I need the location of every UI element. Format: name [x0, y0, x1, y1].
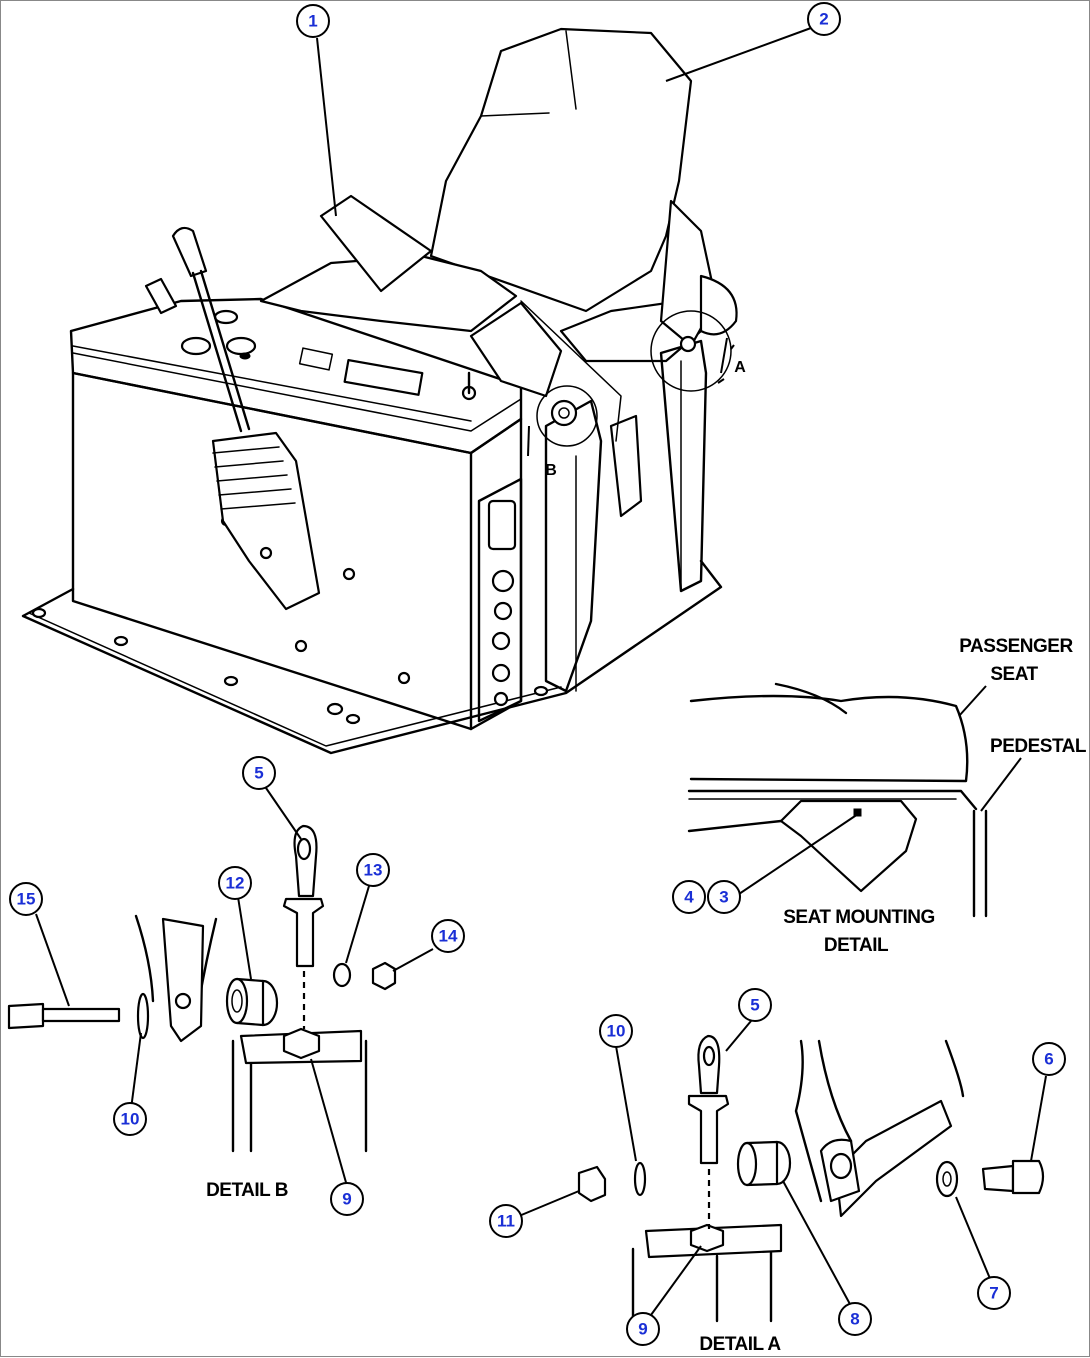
svg-text:7: 7: [989, 1284, 998, 1303]
callout-14: 14: [431, 919, 465, 953]
callout-3: 3: [707, 880, 741, 914]
console-lid: [69, 297, 523, 455]
callout-10-detail-a: 10: [599, 1014, 633, 1048]
callout-5-detail-b: 5: [242, 756, 276, 790]
svg-text:10: 10: [121, 1110, 140, 1129]
svg-text:3: 3: [719, 888, 728, 907]
callout-15: 15: [9, 882, 43, 916]
svg-text:13: 13: [364, 861, 383, 880]
callout-10-detail-b: 10: [113, 1102, 147, 1136]
callout-7: 7: [977, 1276, 1011, 1310]
seat-mounting-detail: PASSENGER SEAT PEDESTAL SEAT MOUNTING DE…: [687, 636, 1087, 956]
svg-text:5: 5: [254, 764, 263, 783]
svg-text:11: 11: [497, 1212, 515, 1231]
passenger-seat-label-2: SEAT: [990, 664, 1038, 685]
detail-a: DETAIL A: [518, 1020, 1047, 1355]
svg-text:1: 1: [308, 12, 317, 31]
callout-11: 11: [489, 1204, 523, 1238]
callout-13: 13: [356, 853, 390, 887]
control-lever: [171, 226, 321, 611]
detail-a-marker: [650, 310, 732, 392]
svg-text:10: 10: [607, 1022, 626, 1041]
seat-back: [429, 27, 693, 313]
svg-text:6: 6: [1044, 1050, 1053, 1069]
view-a-label: A: [734, 359, 746, 376]
seat-mounting-label-2: DETAIL: [824, 935, 889, 956]
callout-6: 6: [1032, 1042, 1066, 1076]
view-b-label: B: [545, 462, 557, 479]
callout-1: 1: [296, 4, 330, 38]
pedestal-label: PEDESTAL: [990, 736, 1087, 757]
detail-b-marker: [536, 385, 598, 447]
switch-panel: [477, 477, 523, 723]
callout-8: 8: [838, 1302, 872, 1336]
detail-b: DETAIL B: [7, 787, 434, 1201]
callout-4: 4: [672, 880, 706, 914]
svg-text:9: 9: [638, 1320, 647, 1339]
seat: [144, 27, 738, 363]
main-assembly: A B: [21, 27, 812, 755]
svg-text:12: 12: [226, 874, 245, 893]
svg-text:15: 15: [17, 890, 36, 909]
detail-b-label: DETAIL B: [206, 1180, 288, 1201]
callout-9-detail-b: 9: [330, 1182, 364, 1216]
callout-9-detail-a: 9: [626, 1312, 660, 1346]
svg-text:5: 5: [750, 996, 759, 1015]
base-plate: [21, 559, 723, 755]
callout-12: 12: [218, 866, 252, 900]
callout-5-detail-a: 5: [738, 988, 772, 1022]
base-bolts: [31, 607, 549, 725]
svg-text:4: 4: [684, 888, 694, 907]
svg-text:9: 9: [342, 1190, 351, 1209]
svg-text:14: 14: [439, 927, 458, 946]
svg-text:2: 2: [819, 10, 828, 29]
detail-a-label: DETAIL A: [699, 1334, 781, 1355]
seat-mounting-label-1: SEAT MOUNTING: [783, 907, 934, 928]
passenger-seat-label-1: PASSENGER: [959, 636, 1073, 657]
seat-pedestal: [544, 399, 603, 693]
callout-2: 2: [807, 2, 841, 36]
svg-text:8: 8: [850, 1310, 859, 1329]
